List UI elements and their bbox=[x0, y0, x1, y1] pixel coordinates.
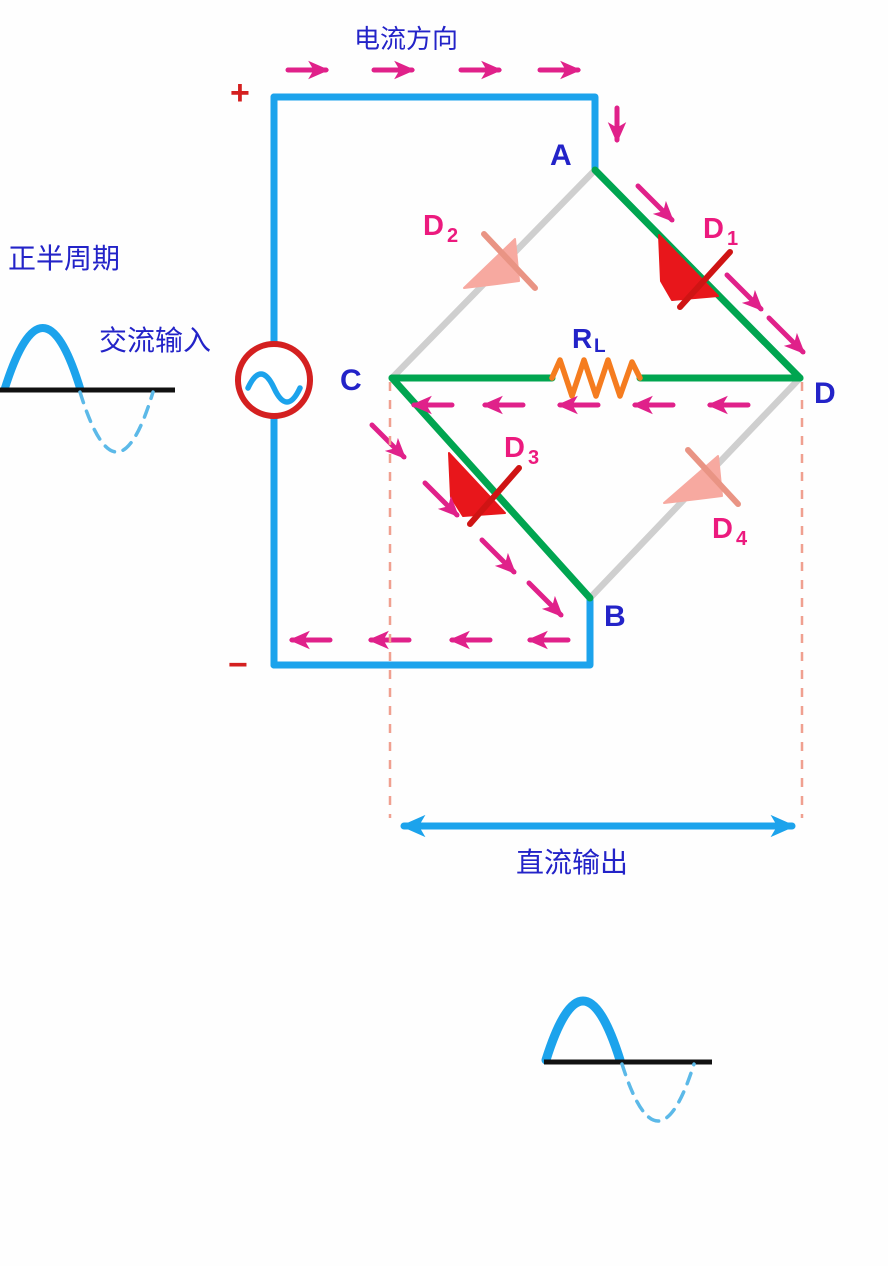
dc-output-guides bbox=[388, 382, 804, 818]
diode-d3-symbol bbox=[448, 452, 522, 527]
dc-output-waveform bbox=[541, 996, 712, 1123]
resistor-label-sub: L bbox=[594, 336, 606, 357]
diode-d3-label-main: D bbox=[504, 432, 525, 464]
ac-input-label: 交流输入 bbox=[99, 325, 211, 356]
diode-d3-label: D 3 bbox=[504, 432, 539, 469]
node-d-label: D bbox=[814, 377, 836, 410]
load-resistor-symbol bbox=[549, 357, 643, 399]
node-a-label: A bbox=[550, 139, 572, 172]
diode-d4-label-sub: 4 bbox=[736, 528, 748, 550]
polarity-minus-label: − bbox=[228, 646, 248, 684]
diode-d2-label: D 2 bbox=[423, 210, 458, 247]
ac-loop-wire bbox=[270, 93, 599, 669]
diode-d1-symbol bbox=[658, 234, 733, 310]
diode-d4-label-main: D bbox=[712, 513, 733, 545]
diode-d2-label-main: D bbox=[423, 210, 444, 242]
diode-d2-symbol bbox=[463, 231, 538, 291]
current-arrows-d1-branch bbox=[635, 183, 806, 355]
diode-d1-label-main: D bbox=[703, 213, 724, 245]
resistor-label: R L bbox=[572, 323, 606, 357]
diode-d4-label: D 4 bbox=[712, 513, 748, 550]
diode-d4-symbol bbox=[663, 447, 741, 507]
node-b-label: B bbox=[604, 600, 626, 633]
resistor-label-main: R bbox=[572, 323, 592, 354]
diode-d1-label-sub: 1 bbox=[727, 228, 738, 250]
dc-output-label: 直流输出 bbox=[516, 847, 628, 878]
diode-d3-label-sub: 3 bbox=[528, 447, 539, 469]
positive-half-cycle-label: 正半周期 bbox=[8, 243, 120, 274]
current-direction-label: 电流方向 bbox=[354, 24, 458, 54]
current-arrows-d3-branch bbox=[369, 422, 564, 618]
polarity-plus-label: + bbox=[230, 74, 250, 112]
diode-d1-label: D 1 bbox=[703, 213, 738, 250]
diode-d2-label-sub: 2 bbox=[447, 225, 458, 247]
ac-input-waveform bbox=[0, 324, 175, 454]
ac-source-symbol bbox=[235, 341, 313, 419]
node-c-label: C bbox=[340, 364, 362, 397]
